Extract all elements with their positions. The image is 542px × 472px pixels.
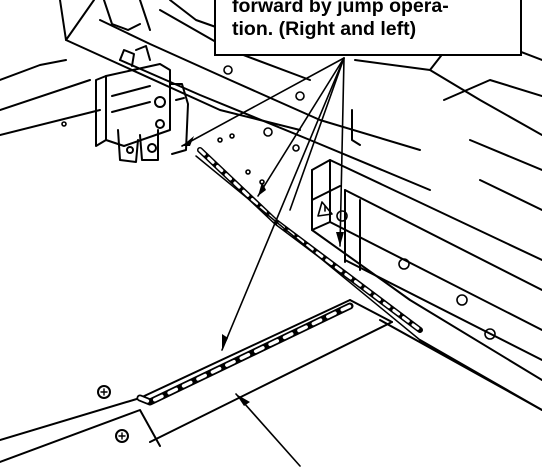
arrow-heads [182, 136, 344, 406]
callout-line-1: forward by jump opera- [232, 0, 449, 17]
machine-frame [0, 0, 542, 211]
callout-line-2: tion. (Right and left) [232, 18, 417, 40]
warning-triangle-icon [317, 201, 333, 217]
arrow-icon [181, 57, 345, 467]
screw-head-icon [61, 65, 496, 340]
rail-housing [311, 109, 542, 381]
clamp-mechanism [95, 0, 189, 163]
upper-reflective-strip [195, 147, 423, 341]
callout-box: forward by jump opera- tion. (Right and … [214, 0, 522, 56]
floor-plate [0, 299, 542, 463]
